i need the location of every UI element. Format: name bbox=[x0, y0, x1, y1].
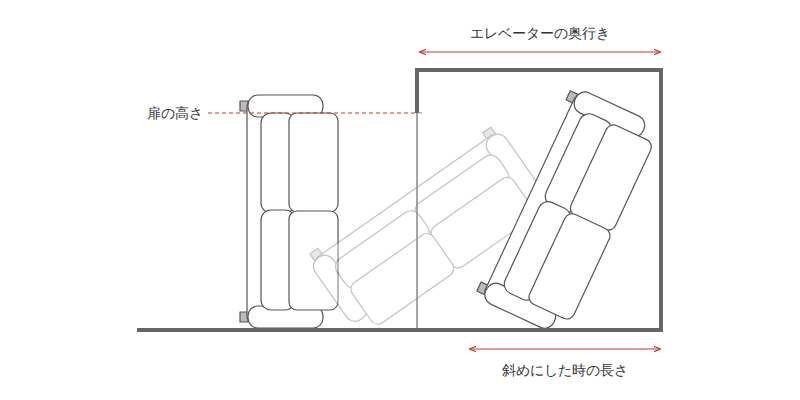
diagonal-length-arrow bbox=[470, 349, 660, 350]
door-height-label: 扉の高さ bbox=[144, 104, 206, 122]
floor-line bbox=[137, 328, 663, 332]
height-dashed-line bbox=[208, 113, 415, 114]
door-edge bbox=[419, 113, 422, 114]
door-line bbox=[416, 113, 418, 328]
diagonal-length-label: 斜めにした時の長さ bbox=[499, 361, 631, 379]
sofa-upright bbox=[240, 95, 338, 328]
depth-label: エレベーターの奥行き bbox=[467, 24, 613, 42]
sofa-in-elevator bbox=[474, 85, 661, 338]
elevator-wall bbox=[417, 70, 661, 330]
depth-arrow bbox=[420, 52, 660, 53]
